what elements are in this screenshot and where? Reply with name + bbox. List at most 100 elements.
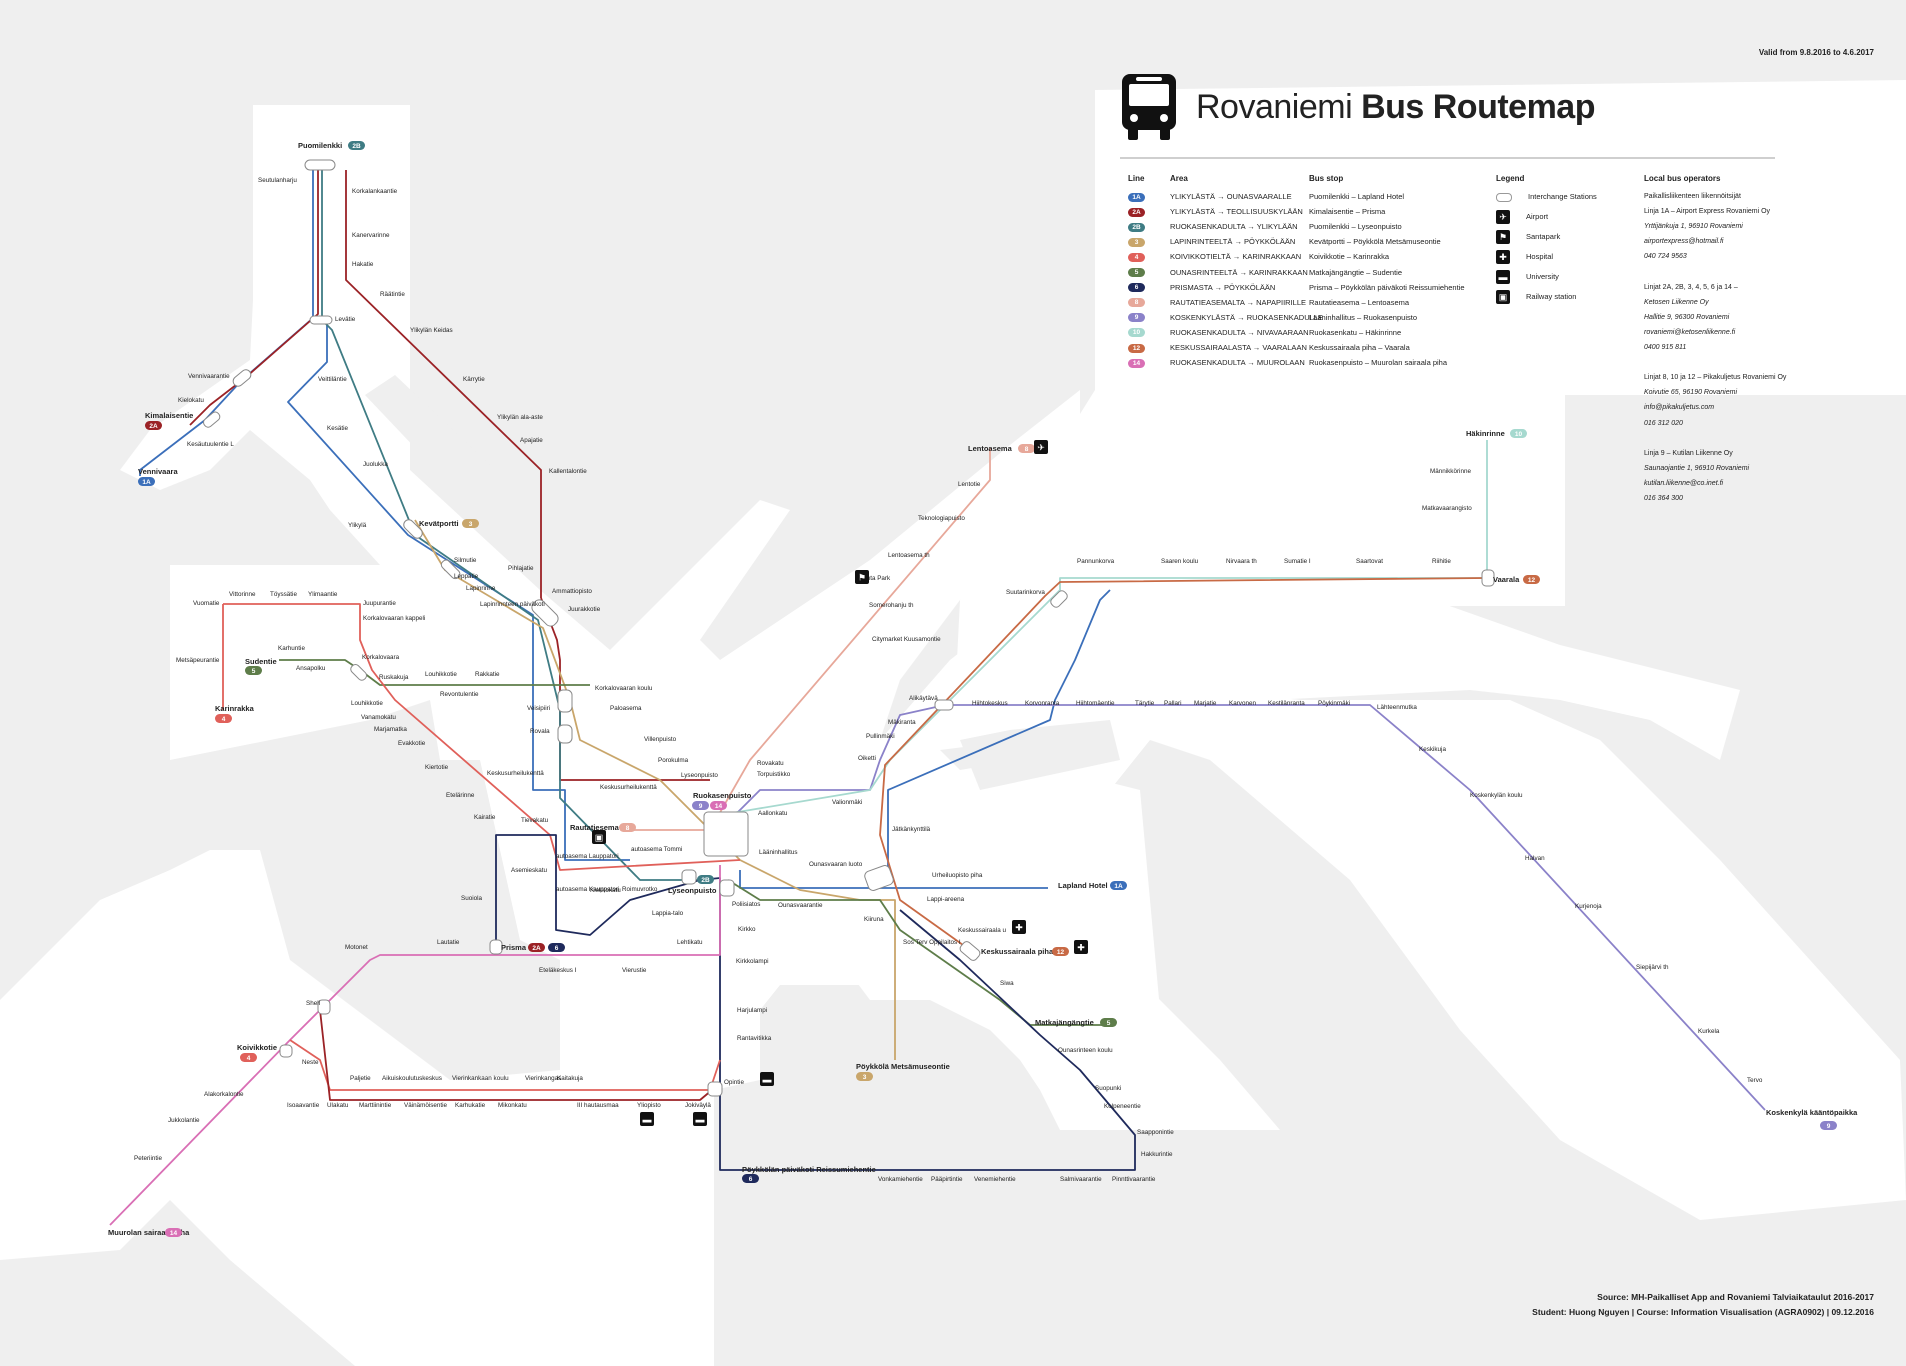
stop-label[interactable]: Väinämöisentie	[404, 1102, 448, 1109]
stop-label[interactable]: Pinnttivaarantie	[1112, 1176, 1156, 1183]
stop-label[interactable]: Keskusurheilukenttä	[487, 770, 544, 777]
interchange-silmutie[interactable]	[440, 558, 462, 580]
stop-label[interactable]: Alakorkalontie	[204, 1091, 244, 1098]
stop-label[interactable]: Vierinkangas	[525, 1075, 561, 1082]
stop-label[interactable]: Juurakkotie	[568, 606, 601, 613]
stop-label[interactable]: Santa Park	[859, 575, 891, 582]
stop-label[interactable]: Seutulanharju	[258, 177, 297, 184]
interchange-alikaytava[interactable]	[934, 699, 954, 711]
stop-label[interactable]: Ounasrinteen koulu	[1058, 1047, 1113, 1054]
stop-label[interactable]: Hakatie	[352, 261, 374, 268]
interchange-ruokasenpuisto[interactable]	[703, 811, 749, 857]
terminus-label[interactable]: Ruokasenpuisto	[693, 791, 752, 800]
stop-label[interactable]: Vierinkankaan koulu	[452, 1075, 509, 1082]
stop-label[interactable]: Kärrytie	[463, 376, 485, 383]
stop-label[interactable]: Karvonen	[1229, 700, 1256, 707]
stop-label[interactable]: Revontulentie	[440, 691, 479, 698]
interchange-puomilenkki[interactable]	[304, 159, 336, 171]
stop-label[interactable]: Kirkkolampi	[736, 958, 769, 965]
stop-label[interactable]: Pallari	[1164, 700, 1182, 707]
stop-label[interactable]: Kielokatu	[178, 397, 204, 404]
stop-label[interactable]: Neste	[302, 1059, 319, 1066]
stop-label[interactable]: Kolpeneentie	[1104, 1103, 1141, 1110]
terminus-label[interactable]: Kimalaisentie	[145, 411, 193, 420]
stop-label[interactable]: autoasema Lauppatori	[556, 853, 619, 860]
stop-label[interactable]: Villenpuisto	[644, 736, 677, 743]
stop-label[interactable]: Shell	[306, 1000, 320, 1007]
stop-label[interactable]: Kirkko	[738, 926, 756, 933]
stop-label[interactable]: Asemieskatu	[511, 867, 548, 874]
stop-label[interactable]: Salmivaarantie	[1060, 1176, 1102, 1183]
stop-label[interactable]: Lyseonpuisto	[681, 772, 718, 779]
stop-label[interactable]: Rovala	[530, 728, 550, 735]
stop-label[interactable]: Aallonkatu	[758, 810, 788, 817]
stop-label[interactable]: Mikonkatu	[498, 1102, 527, 1109]
terminus-label[interactable]: Häkinrinne	[1466, 429, 1505, 438]
interchange-suutarinkorva[interactable]	[1049, 589, 1069, 609]
stop-label[interactable]: Koskenkylän koulu	[1470, 792, 1523, 799]
terminus-label[interactable]: Vennivaara	[138, 467, 178, 476]
stop-label[interactable]: Lapinrinnteen päiväkoti	[480, 601, 545, 608]
stop-label[interactable]: Kurkela	[1698, 1028, 1720, 1035]
stop-label[interactable]: Karhukatie	[455, 1102, 486, 1109]
stop-label[interactable]: Marttiinintie	[359, 1102, 392, 1109]
stop-label[interactable]: Pannunkorva	[1077, 558, 1115, 565]
stop-label[interactable]: Hakkurintie	[1141, 1151, 1173, 1158]
interchange-stations[interactable]	[202, 159, 1495, 1097]
stop-label[interactable]: Lentoasema th	[888, 552, 930, 559]
stop-label[interactable]: Suoiola	[461, 895, 483, 902]
interchange-shell[interactable]	[317, 999, 331, 1015]
stop-label[interactable]: Lappia-talo	[652, 910, 684, 917]
stop-label[interactable]: Lentotie	[958, 481, 981, 488]
stop-label[interactable]: Paljetie	[350, 1075, 371, 1082]
stop-label[interactable]: Pöykinmäki	[1318, 700, 1350, 707]
stop-label[interactable]: Veisipiiri	[527, 705, 550, 712]
interchange-keskussairaala[interactable]	[958, 940, 981, 962]
stop-label[interactable]: Vittorinne	[229, 591, 256, 598]
stop-label[interactable]: Rakkatie	[475, 671, 500, 678]
interchange-keskuspaikka[interactable]	[719, 879, 735, 897]
stop-label[interactable]: Kesätie	[327, 425, 349, 432]
stop-label[interactable]: Ounasvaaran luoto	[809, 861, 863, 868]
stop-label[interactable]: Halvan	[1525, 855, 1545, 862]
stop-label[interactable]: Korkalovaara	[362, 654, 400, 661]
stop-label[interactable]: Suutarinkorva	[1006, 589, 1045, 596]
stop-label[interactable]: autoasema Kauppatori	[556, 886, 619, 893]
stop-label[interactable]: Vuomatie	[193, 600, 220, 607]
stop-label[interactable]: Pääpirtintie	[931, 1176, 963, 1183]
terminus-label[interactable]: Prisma	[501, 943, 527, 952]
stop-label[interactable]: Keskikuja	[1419, 746, 1446, 753]
terminus-label[interactable]: Matkajängängtie	[1035, 1018, 1094, 1027]
stop-label[interactable]: Kanervarinne	[352, 232, 390, 239]
stop-label[interactable]: Vierustie	[622, 967, 647, 974]
stop-label[interactable]: Evakkotie	[398, 740, 426, 747]
stop-label[interactable]: Veittiläntie	[318, 376, 347, 383]
stop-label[interactable]: Korkalovaaran kappeli	[363, 615, 425, 622]
stop-label[interactable]: Porokulma	[658, 757, 689, 764]
stop-label[interactable]: Lääninhallitus	[759, 849, 798, 856]
stop-label[interactable]: Sumatie I	[1284, 558, 1311, 565]
stop-label[interactable]: Paloasema	[610, 705, 642, 712]
stop-label[interactable]: Juolukka	[363, 461, 388, 468]
interchange-ammattiopisto[interactable]	[529, 597, 560, 628]
stop-label[interactable]: Jokiväylä	[685, 1102, 711, 1109]
terminus-label[interactable]: Puomilenkki	[298, 141, 342, 150]
stop-label[interactable]: Kesäutuulentie L	[187, 441, 234, 448]
stop-label[interactable]: Ulakatu	[327, 1102, 349, 1109]
stop-label[interactable]: Saaren koulu	[1161, 558, 1199, 565]
stop-label[interactable]: Hiihtokeskus	[972, 700, 1008, 707]
terminus-label[interactable]: Keskussairaala piha	[981, 947, 1054, 956]
stop-label[interactable]: autoasema Tommi	[631, 846, 682, 853]
stop-label[interactable]: Saartovat	[1356, 558, 1383, 565]
stop-label[interactable]: Ylikylä	[348, 522, 367, 529]
stop-label[interactable]: Korkalovaaran koulu	[595, 685, 653, 692]
stop-label[interactable]: Ammattiopisto	[552, 588, 592, 595]
stop-label[interactable]: Rovakatu	[757, 760, 784, 767]
stop-label[interactable]: Töyssätie	[270, 591, 297, 598]
stop-label[interactable]: Kaitakuja	[557, 1075, 583, 1082]
stop-label[interactable]: Korvonranta	[1025, 700, 1060, 707]
interchange-kimalaisentie[interactable]	[202, 410, 222, 428]
terminus-label[interactable]: Sudentie	[245, 657, 277, 666]
stop-label[interactable]: Riihitie	[1432, 558, 1451, 565]
interchange-koivikkotie[interactable]	[279, 1044, 293, 1058]
